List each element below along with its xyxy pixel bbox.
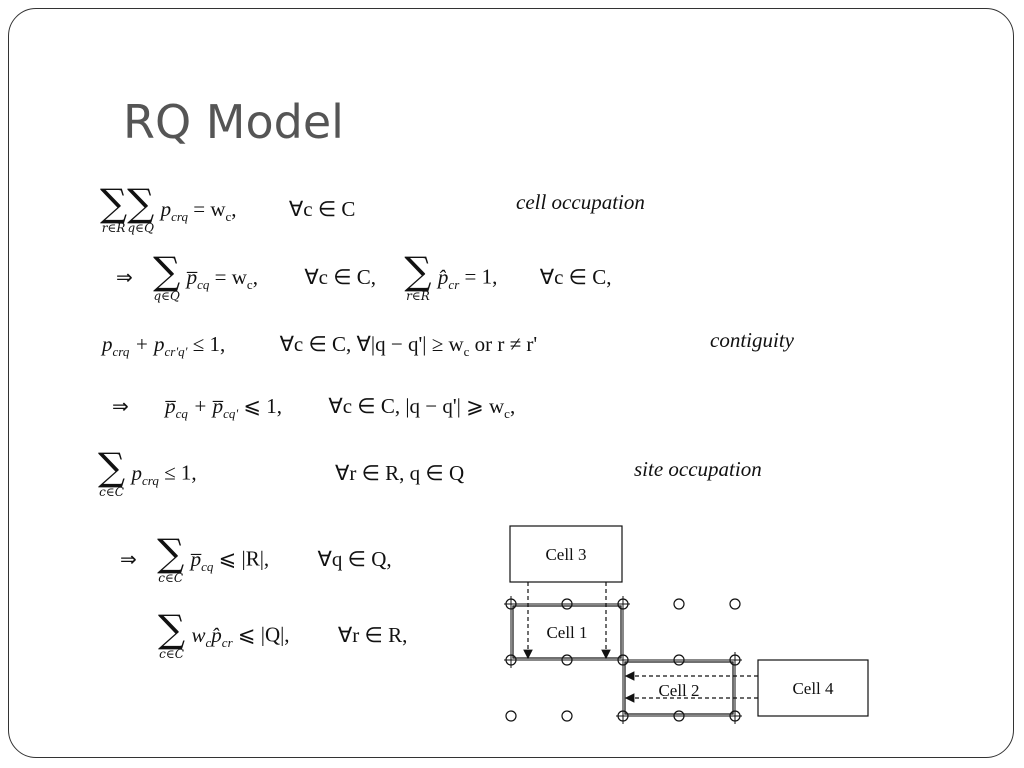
- cell-2-label: Cell 2: [658, 681, 699, 700]
- sum-symbol: ∑c∈C: [158, 607, 186, 661]
- equation-condition: ∀r ∈ R,: [337, 622, 408, 647]
- label-contiguity: contiguity: [710, 328, 794, 352]
- sum-symbol: ∑q∈Q: [153, 249, 181, 303]
- equation-condition: ∀r ∈ R, q ∈ Q: [335, 460, 465, 485]
- equation-rhs: ⩽ 1,: [238, 394, 282, 418]
- cell-2-box: Cell 2: [624, 661, 734, 715]
- equation-lhs: p̅cq: [186, 264, 210, 292]
- equation-condition: ∀q ∈ Q,: [317, 546, 392, 571]
- sum-symbol: ∑r∈R: [404, 249, 432, 303]
- cell-4-box: Cell 4: [757, 659, 869, 717]
- sum-symbol: ∑c∈C: [98, 445, 126, 499]
- equation-derived-2: ⇒ p̅cq + p̅cq' ⩽ 1, ∀c ∈ C, |q − q'| ⩾ w…: [112, 394, 515, 422]
- cell-4-label: Cell 4: [792, 679, 834, 698]
- sum-symbol: ∑r∈R: [100, 181, 128, 235]
- grid-lines: [504, 596, 742, 724]
- equation-lhs: pcrq: [131, 460, 159, 488]
- equation-rhs: = wc,: [188, 196, 237, 224]
- equation-rhs: ≤ 1,: [158, 460, 197, 485]
- site-dot: [561, 710, 573, 722]
- equation-site-occupation: ∑c∈C pcrq ≤ 1, ∀r ∈ R, q ∈ Q: [98, 445, 465, 499]
- equation-lhs: p̅cq + p̅cq': [165, 394, 239, 422]
- equation-lhs: pcrq: [160, 196, 188, 224]
- equation-condition: ∀c ∈ C, |q − q'| ⩾ wc,: [328, 394, 516, 422]
- cell-3-label: Cell 3: [545, 545, 586, 564]
- cell-placement-diagram: Cell 3 Cell 1 Cell 2 Cell 4: [504, 525, 869, 724]
- label-cell-occupation: cell occupation: [516, 190, 645, 214]
- equation-rhs: ⩽ |R|,: [213, 546, 270, 571]
- arrows-cell3-to-cell1: [523, 582, 611, 660]
- equation-contiguity: pcrq + pcr'q' ≤ 1, ∀c ∈ C, ∀|q − q'| ≥ w…: [102, 332, 537, 360]
- equation-rhs: ⩽ |Q|,: [232, 622, 290, 647]
- sum-symbol: ∑c∈C: [157, 531, 185, 585]
- site-dot: [505, 710, 517, 722]
- cell-3-box: Cell 3: [509, 525, 623, 583]
- implies-arrow: ⇒: [116, 264, 133, 289]
- slide-title: RQ Model: [123, 95, 344, 149]
- equation-lhs: wcp̂cr: [191, 622, 233, 650]
- equation-derived-1: ⇒ ∑q∈Q p̅cq = wc, ∀c ∈ C, ∑r∈R p̂cr = 1,…: [116, 249, 612, 303]
- equation-condition: ∀c ∈ C,: [304, 264, 377, 289]
- implies-arrow: ⇒: [120, 546, 137, 571]
- sum-symbol: ∑q∈Q: [127, 181, 155, 235]
- equation-condition: ∀c ∈ C, ∀|q − q'| ≥ wc or r ≠ r': [279, 332, 538, 360]
- arrows-cell4-to-cell2: [624, 671, 758, 703]
- equation-derived-3: ⇒ ∑c∈C p̅cq ⩽ |R|, ∀q ∈ Q,: [120, 531, 392, 585]
- cell-1-box: Cell 1: [512, 605, 622, 659]
- site-dot: [673, 598, 685, 610]
- equation-rhs-2: = 1,: [459, 264, 498, 289]
- equation-lhs: p̅cq: [190, 546, 214, 574]
- cell-1-label: Cell 1: [546, 623, 587, 642]
- equation-lhs-2: p̂cr: [437, 264, 460, 292]
- equation-rhs: = wc,: [209, 264, 258, 292]
- equation-condition-2: ∀c ∈ C,: [539, 264, 612, 289]
- equation-rhs: ≤ 1,: [187, 332, 226, 356]
- equation-derived-4: ∑c∈C wcp̂cr ⩽ |Q|, ∀r ∈ R,: [158, 607, 408, 661]
- site-dot: [729, 598, 741, 610]
- label-site-occupation: site occupation: [634, 457, 762, 481]
- equation-cell-occupation: ∑r∈R∑q∈Q pcrq = wc, ∀c ∈ C: [100, 181, 356, 235]
- implies-arrow: ⇒: [112, 394, 129, 418]
- equation-lhs: pcrq + pcr'q': [102, 332, 188, 360]
- equation-condition: ∀c ∈ C: [288, 196, 356, 221]
